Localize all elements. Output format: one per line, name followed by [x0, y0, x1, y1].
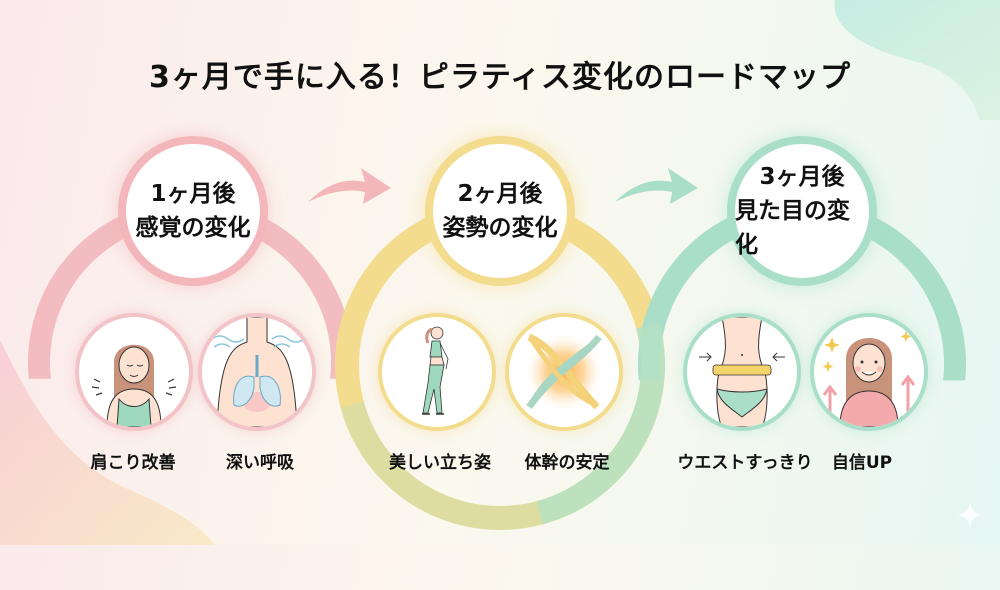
- stage-3-period: 3ヶ月後: [759, 164, 845, 190]
- walking-woman-posture-icon: [378, 313, 496, 431]
- waist-measure-icon: [683, 313, 801, 431]
- item-label-core: 体幹の安定: [524, 453, 610, 473]
- sparkle-icon: [957, 502, 983, 528]
- stage-3-hub: 3ヶ月後 見た目の変化: [727, 136, 877, 286]
- item-label-confidence: 自信UP: [831, 453, 893, 473]
- item-label-waist: ウエストすっきり: [677, 453, 813, 473]
- item-label-breathing: 深い呼吸: [226, 453, 294, 473]
- confident-woman-icon: [810, 313, 928, 431]
- stage-2-hub: 2ヶ月後 姿勢の変化: [425, 136, 575, 286]
- item-label-posture: 美しい立ち姿: [389, 453, 491, 473]
- stage-3-theme: 見た目の変化: [735, 198, 850, 258]
- background-blob-mint: [834, 0, 1000, 120]
- arrow-stage2-to-stage3: [615, 168, 698, 204]
- item-label-shoulder: 肩こり改善: [90, 453, 176, 473]
- background-blob-pink: [0, 340, 215, 545]
- arrow-stage1-to-stage2: [308, 168, 391, 204]
- stage-1-period: 1ヶ月後: [150, 181, 236, 207]
- shoulder-relief-woman-icon: [75, 313, 193, 431]
- stage-1-hub: 1ヶ月後 感覚の変化: [118, 136, 268, 286]
- lungs-breathing-icon: [198, 313, 316, 431]
- stage-2-period: 2ヶ月後: [457, 181, 543, 207]
- stage-2-theme: 姿勢の変化: [442, 215, 558, 241]
- core-stability-icon: [505, 313, 623, 431]
- page-title: 3ヶ月で手に入る！ピラティス変化のロードマップ: [148, 60, 852, 95]
- stage-1-theme: 感覚の変化: [135, 215, 251, 241]
